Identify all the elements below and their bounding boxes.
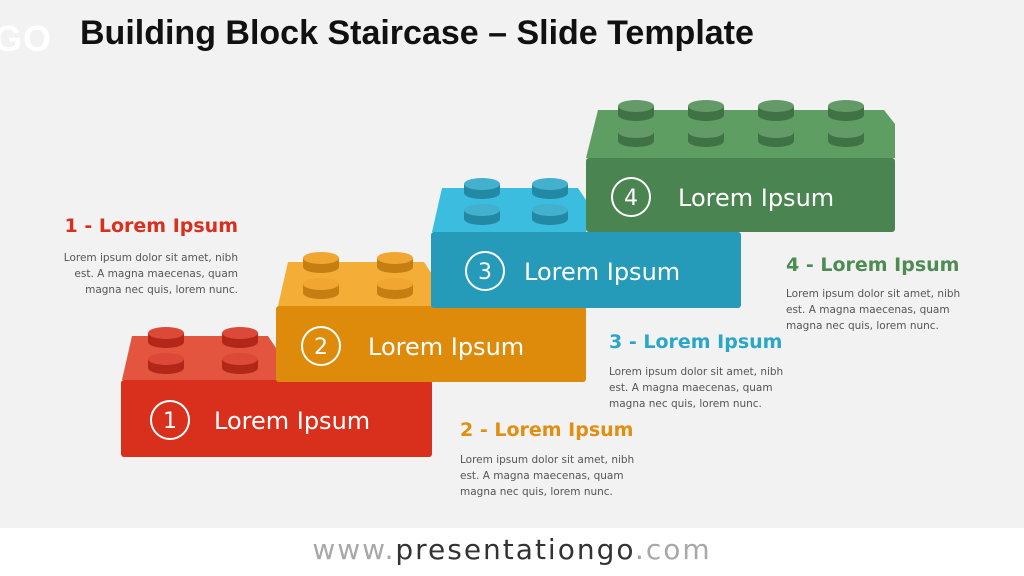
stud (828, 126, 864, 147)
block-label: Lorem Ipsum (524, 258, 680, 286)
number-circle-icon (150, 400, 190, 440)
block-number: 4 (624, 186, 638, 211)
text-line: est. A magna maecenas, quam (74, 268, 238, 280)
block-3: 3 Lorem Ipsum (431, 178, 741, 308)
step-2-title: 2 - Lorem Ipsum (460, 419, 634, 441)
staircase-diagram: 1 Lorem Ipsum 2 Lorem Ipsum 3 Lorem Ipsu… (121, 100, 895, 457)
block-number: 3 (478, 260, 492, 285)
stud (532, 204, 568, 225)
footer-www: www. (312, 533, 396, 566)
text-line: est. A magna maecenas, quam (609, 382, 773, 394)
stud (758, 126, 794, 147)
stud (464, 204, 500, 225)
text-line: est. A magna maecenas, quam (460, 470, 624, 482)
text-line: magna nec quis, lorem nunc. (460, 486, 613, 498)
block-number: 2 (314, 335, 328, 360)
text-line: est. A magna maecenas, quam (786, 304, 950, 316)
footer-tld: .com (634, 533, 712, 566)
text-line: magna nec quis, lorem nunc. (609, 398, 762, 410)
stud (464, 178, 500, 199)
block-label: Lorem Ipsum (214, 407, 370, 435)
stud (377, 252, 413, 273)
stud (618, 100, 654, 121)
text-line: Lorem ipsum dolor sit amet, nibh (460, 454, 635, 466)
stud (377, 278, 413, 299)
stud (532, 178, 568, 199)
stud (222, 353, 258, 374)
text-line: Lorem ipsum dolor sit amet, nibh (609, 366, 784, 378)
step-1-title: 1 - Lorem Ipsum (64, 215, 238, 237)
number-circle-icon (465, 251, 505, 291)
text-line: magna nec quis, lorem nunc. (786, 320, 939, 332)
block-1: 1 Lorem Ipsum (121, 327, 432, 457)
block-4: 4 Lorem Ipsum (586, 100, 895, 232)
stud (303, 278, 339, 299)
step-2-text: Lorem ipsum dolor sit amet, nibh est. A … (460, 452, 640, 500)
step-4-title: 4 - Lorem Ipsum (786, 254, 960, 276)
footer-brand: presentationgo (395, 533, 635, 566)
stud (688, 100, 724, 121)
stud (688, 126, 724, 147)
step-1-text: Lorem ipsum dolor sit amet, nibh est. A … (58, 250, 238, 298)
text-line: Lorem ipsum dolor sit amet, nibh (63, 252, 238, 264)
text-line: magna nec quis, lorem nunc. (85, 284, 238, 296)
block-label: Lorem Ipsum (368, 333, 524, 361)
step-3-text: Lorem ipsum dolor sit amet, nibh est. A … (609, 364, 789, 412)
page-title: Building Block Staircase – Slide Templat… (80, 14, 754, 52)
stud (148, 327, 184, 348)
stud (618, 126, 654, 147)
stud (758, 100, 794, 121)
text-line: Lorem ipsum dolor sit amet, nibh (786, 288, 961, 300)
stud (148, 353, 184, 374)
step-3-title: 3 - Lorem Ipsum (609, 331, 783, 353)
footer: www.presentationgo.com (0, 528, 1024, 576)
step-4-text: Lorem ipsum dolor sit amet, nibh est. A … (786, 286, 966, 334)
footer-url: www.presentationgo.com (312, 533, 711, 566)
block-2: 2 Lorem Ipsum (276, 252, 586, 382)
block-number: 1 (163, 409, 177, 434)
number-circle-icon (611, 177, 651, 217)
block-label: Lorem Ipsum (678, 184, 834, 212)
stud (828, 100, 864, 121)
number-circle-icon (301, 326, 341, 366)
logo-mark: GO (0, 18, 53, 59)
stud (222, 327, 258, 348)
stud (303, 252, 339, 273)
